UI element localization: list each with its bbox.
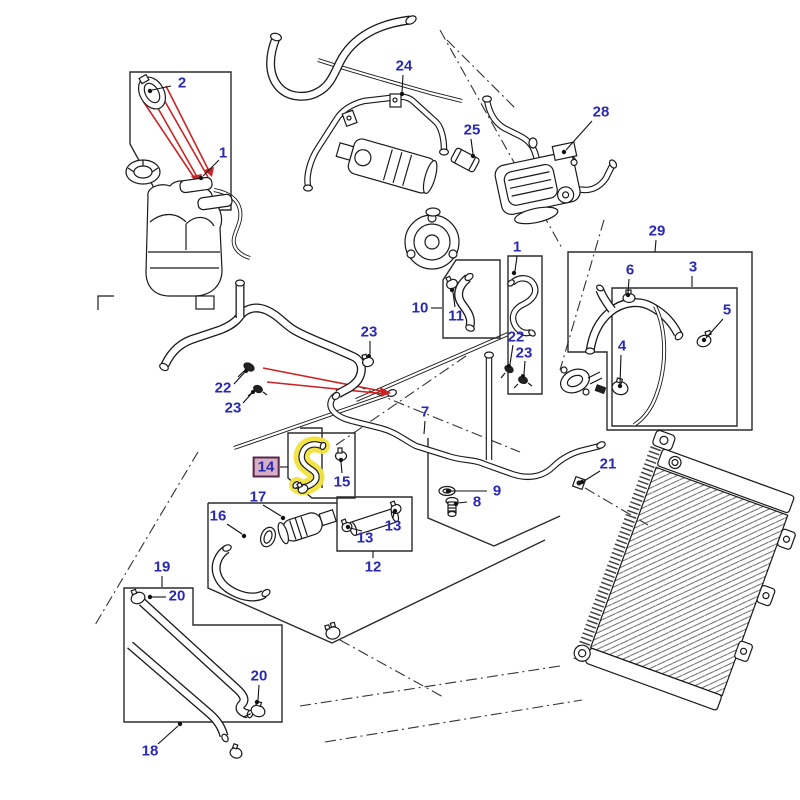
three-way-hose [159,279,366,398]
water-pump [404,207,460,270]
callout-20[interactable]: 20 [250,667,268,685]
callout-13[interactable]: 13 [384,517,402,535]
box-29 [567,251,753,431]
callout-1[interactable]: 1 [512,238,522,256]
callout-12[interactable]: 12 [364,558,382,576]
hose-16 [211,544,271,602]
clamp-11 [445,275,458,290]
box-hose-1 [507,255,543,395]
pipe-bracket [341,93,402,128]
part-25-sleeve [450,147,480,173]
oil-cooler-unit [494,141,581,225]
callout-21[interactable]: 21 [599,455,617,473]
callout-14-selected[interactable]: 14 [252,456,280,478]
clamp-20-top [130,588,146,605]
callout-25[interactable]: 25 [463,121,481,139]
box-3 [611,287,738,427]
box-14 [287,432,356,499]
leader-lines [147,74,724,745]
callout-24[interactable]: 24 [395,57,413,75]
main-coolant-pipe-7 [327,351,606,480]
callout-29[interactable]: 29 [648,222,666,240]
callout-23[interactable]: 23 [515,344,533,362]
hose-11 [454,272,475,332]
pipe-fitting [387,389,397,397]
bleed-fittings [179,176,233,211]
callout-1[interactable]: 1 [218,144,228,162]
callout-22[interactable]: 22 [507,328,525,346]
clamp-23-mid [361,353,375,368]
callout-23[interactable]: 23 [360,323,378,341]
callout-20[interactable]: 20 [168,587,186,605]
expansion-tank [125,73,233,310]
callout-15[interactable]: 15 [333,473,351,491]
callout-8[interactable]: 8 [472,493,482,511]
bracket-21 [571,475,587,491]
callout-10[interactable]: 10 [411,299,429,317]
clip-23-left [247,384,268,397]
callout-18[interactable]: 18 [141,742,159,760]
callout-11[interactable]: 11 [448,307,464,325]
hose-1 [507,275,539,337]
inline-heater-unit [335,138,438,194]
box-lower-group [207,502,546,644]
callout-28[interactable]: 28 [592,103,610,121]
callout-19[interactable]: 19 [153,558,171,576]
callout-6[interactable]: 6 [625,261,635,279]
callout-16[interactable]: 16 [209,507,227,525]
callout-22[interactable]: 22 [214,379,232,397]
pipe-clip [528,137,538,149]
callout-4[interactable]: 4 [617,337,627,355]
pipe-assembly-24 [303,93,480,194]
radiator [573,429,796,711]
clip-22-center [500,364,514,379]
tank-foot [195,295,215,310]
clamp-13-left [340,518,353,533]
box-19 [123,587,283,723]
gasket-ring [259,526,277,548]
callout-13[interactable]: 13 [356,529,374,547]
clamp-14-lower [296,481,309,494]
callout-2[interactable]: 2 [177,74,187,92]
hose-18 [127,598,254,743]
callout-7[interactable]: 7 [420,403,430,421]
clamp-floating [324,621,341,640]
callout-3[interactable]: 3 [688,258,698,276]
callout-9[interactable]: 9 [492,482,502,500]
drain-bolt-8 [445,496,459,518]
clip-bottom [229,743,243,759]
connector-17 [277,509,337,545]
radiator-side-channel [573,446,661,663]
pressure-cap-part [137,73,167,110]
box-12 [336,496,413,552]
box-hose-11 [442,259,501,339]
callout-23[interactable]: 23 [224,399,242,417]
heater-return-hose [266,15,417,101]
callout-17[interactable]: 17 [249,488,267,506]
box-drain-group [427,438,561,547]
radiator-top-tank [657,448,795,514]
callout-5[interactable]: 5 [722,301,732,319]
thermostat-housing [560,366,607,396]
red-pointer-lines [142,85,391,397]
